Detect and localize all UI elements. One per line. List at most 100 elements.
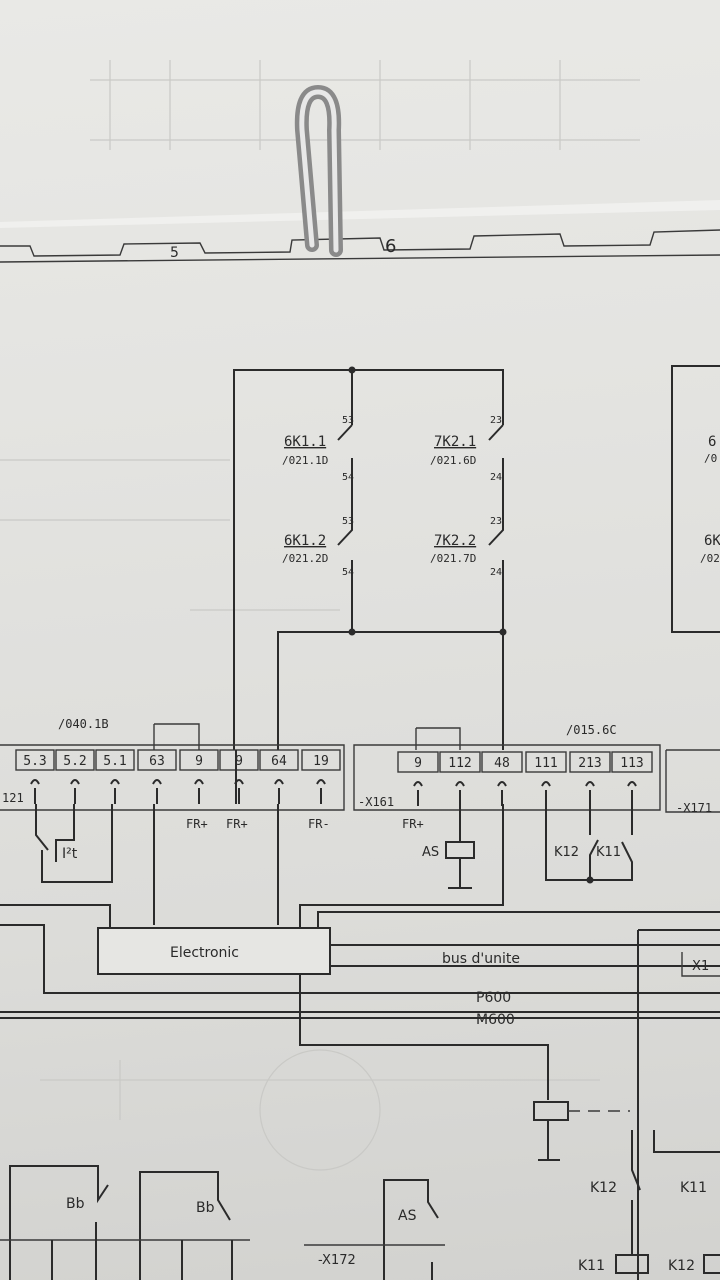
bottom-k12: K12 xyxy=(590,1180,617,1196)
left-terminal-box xyxy=(301,749,341,771)
bottom-contacts: Bb Bb AS -X172 xyxy=(0,1165,445,1280)
left-connector-symbol xyxy=(110,779,120,804)
signal-fr-plus-1: FR+ xyxy=(186,817,208,831)
left-connector-symbol xyxy=(194,779,204,804)
mid-terminal-box xyxy=(611,751,653,773)
bottom-k11: K11 xyxy=(680,1180,707,1196)
mid-terminal-box xyxy=(481,751,523,773)
right-cut-ref-1: /0 xyxy=(704,452,717,465)
k7-1-pin-top: 23 xyxy=(490,415,502,426)
mid-terminal-box xyxy=(525,751,567,773)
left-terminal-box xyxy=(55,749,95,771)
k7-2-name: 7K2.2 xyxy=(434,533,476,549)
mid-connector-symbol xyxy=(541,781,551,806)
signal-fr-plus-3: FR+ xyxy=(402,817,424,831)
k7-1-ref: /021.6D xyxy=(430,454,476,467)
as-label-bottom: AS xyxy=(398,1208,417,1224)
k6-2-pin-bot: 54 xyxy=(342,567,354,578)
strip-mid-designator: -X161 xyxy=(358,795,394,809)
relay-section: K12 K11 K11 K12 xyxy=(533,1101,720,1274)
left-terminal-label: 9 xyxy=(235,754,243,769)
left-terminal-label: 64 xyxy=(271,754,287,769)
bb-label-2: Bb xyxy=(196,1200,215,1216)
left-terminal-label: 63 xyxy=(149,754,165,769)
left-connector-symbol xyxy=(30,779,40,804)
k7-1-name: 7K2.1 xyxy=(434,434,476,450)
left-connector-symbol xyxy=(152,779,162,804)
right-partial-block: 6 /0 6K /02 xyxy=(671,365,720,633)
terminal-strip-right: -X171 xyxy=(665,749,720,815)
signal-fr-minus: FR- xyxy=(308,817,330,831)
k7-2-pin-bot: 24 xyxy=(490,567,502,578)
k12-coil-label: K12 xyxy=(668,1258,695,1274)
mid-connector-symbol xyxy=(585,781,595,806)
mid-terminal-label: 111 xyxy=(534,756,557,771)
left-terminal-label: 19 xyxy=(313,754,329,769)
left-terminal-box xyxy=(219,749,259,771)
as-coil-label: AS xyxy=(422,845,439,860)
ref-right: /015.6C xyxy=(566,723,617,737)
k6-1-ref: /021.1D xyxy=(282,454,328,467)
mid-terminal-box xyxy=(397,751,439,773)
left-connector-symbol xyxy=(316,779,326,804)
k6-1-name: 6K1.1 xyxy=(284,434,326,450)
k7-2-ref: /021.7D xyxy=(430,552,476,565)
strip-left-designator: 121 xyxy=(2,791,24,805)
right-cut-name-1: 6 xyxy=(708,434,716,450)
k11-contact-label: K11 xyxy=(596,845,621,860)
mid-terminal-label: 112 xyxy=(448,756,471,771)
binder-ring xyxy=(294,84,343,257)
contact-wiring xyxy=(233,366,507,750)
relay-coil xyxy=(533,1101,569,1121)
k11-coil xyxy=(615,1254,649,1274)
bleed-through-lines xyxy=(0,60,640,1171)
k6-1-pin-bot: 54 xyxy=(342,472,354,483)
left-terminal-label: 5.2 xyxy=(63,754,86,769)
signal-fr-plus-2: FR+ xyxy=(226,817,248,831)
fuse-i2t-label: I²t xyxy=(62,846,78,862)
mid-connector-symbol xyxy=(413,781,423,806)
left-terminal-box xyxy=(95,749,135,771)
page-header-tabs: 5 6 xyxy=(0,200,720,263)
mid-terminal-label: 213 xyxy=(578,756,601,771)
m600-label: M600 xyxy=(476,1012,515,1028)
bb-label-1: Bb xyxy=(66,1196,85,1212)
mid-terminal-label: 9 xyxy=(414,756,422,771)
as-coil xyxy=(445,841,475,859)
mid-terminal-label: 48 xyxy=(494,756,510,771)
p600-label: P600 xyxy=(476,990,511,1006)
electronic-label: Electronic xyxy=(170,945,239,961)
right-cut-name-2: 6K xyxy=(704,533,720,549)
mid-connector-symbol xyxy=(627,781,637,806)
x1-cut-label: -X1 xyxy=(688,959,709,974)
left-connector-symbol xyxy=(274,779,284,804)
left-terminal-label: 5.3 xyxy=(23,754,46,769)
left-terminal-box xyxy=(179,749,219,771)
x172-label: -X172 xyxy=(318,1253,356,1268)
mid-terminal-box xyxy=(439,751,481,773)
k7-2-pin-top: 23 xyxy=(490,516,502,527)
tab-label: 6 xyxy=(385,236,396,257)
mid-connector-symbol xyxy=(455,781,465,806)
left-terminal-label: 9 xyxy=(195,754,203,769)
bus-label: bus d'unite xyxy=(442,951,520,967)
left-connector-symbol xyxy=(70,779,80,804)
left-terminal-box xyxy=(259,749,299,771)
tab-label-partial: 5 xyxy=(170,245,179,261)
k7-1-pin-bot: 24 xyxy=(490,472,502,483)
electronic-block xyxy=(97,927,331,975)
left-terminal-box xyxy=(137,749,177,771)
k6-2-name: 6K1.2 xyxy=(284,533,326,549)
k12-contact-label: K12 xyxy=(554,845,579,860)
strip-right-designator: -X171 xyxy=(676,801,712,815)
left-terminal-box xyxy=(15,749,55,771)
k6-2-ref: /021.2D xyxy=(282,552,328,565)
k12-coil xyxy=(703,1254,720,1274)
right-cut-ref-2: /02 xyxy=(700,552,720,565)
ref-left: /040.1B xyxy=(58,717,109,731)
k6-1-pin-top: 53 xyxy=(342,415,354,426)
